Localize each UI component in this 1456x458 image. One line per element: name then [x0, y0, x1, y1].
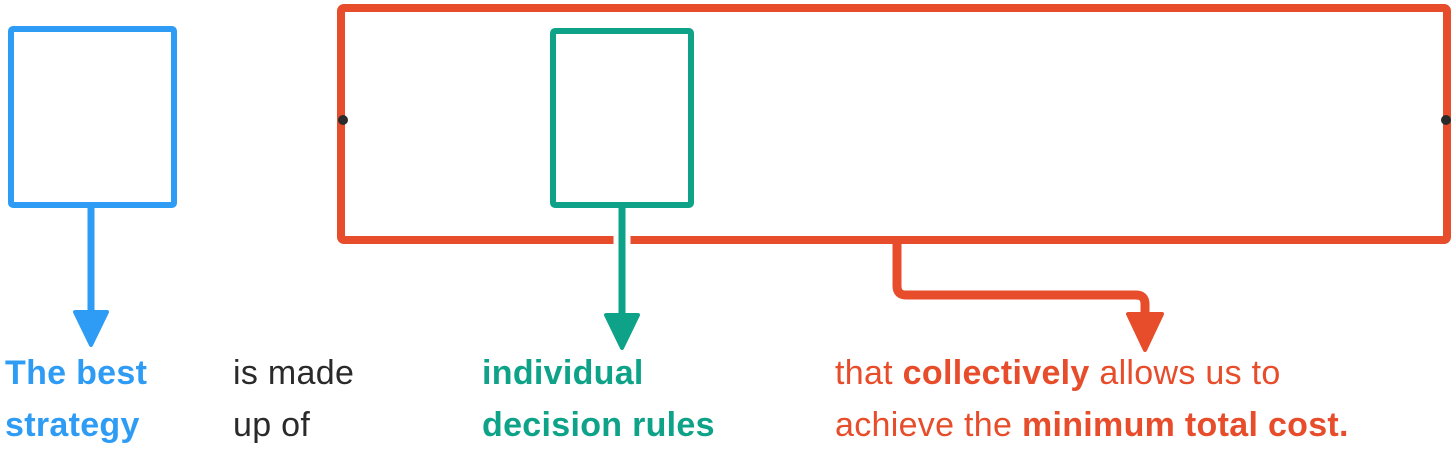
teal-arrowhead-icon — [604, 313, 640, 350]
decision-rule-box — [550, 28, 694, 208]
red-arrow-connector — [892, 239, 1150, 325]
strategy-box — [8, 26, 177, 208]
blue-arrowhead-icon — [73, 310, 109, 347]
right-anchor-dot-icon — [1441, 115, 1451, 125]
red-arrowhead-icon — [1126, 312, 1164, 352]
left-anchor-dot-icon — [338, 115, 348, 125]
container-box — [337, 4, 1451, 244]
